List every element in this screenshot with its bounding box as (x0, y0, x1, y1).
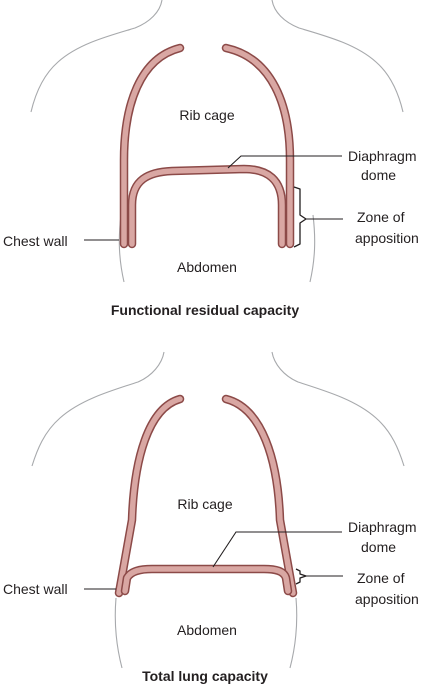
leader-diaphragm-tlc (212, 531, 342, 568)
label-abdomen-frc: Abdomen (177, 259, 237, 275)
diaphragm-frc (127, 164, 287, 249)
label-apposition-frc: apposition (355, 230, 419, 246)
chest-wall-tlc (114, 394, 298, 598)
label-abdomen-tlc: Abdomen (177, 622, 237, 638)
label-apposition-tlc: apposition (355, 591, 419, 607)
label-chest-wall-frc: Chest wall (3, 233, 68, 249)
label-dome-frc: dome (361, 167, 396, 183)
label-diaphragm-frc: Diaphragm (348, 148, 416, 164)
caption-frc: Functional residual capacity (111, 302, 299, 318)
panel-frc: Rib cage Diaphragm dome Zone of appositi… (3, 0, 419, 318)
chest-wall-frc (119, 43, 295, 249)
panel-tlc: Rib cage Diaphragm dome Zone of appositi… (3, 351, 419, 684)
label-diaphragm-tlc: Diaphragm (348, 519, 416, 535)
caption-tlc: Total lung capacity (142, 668, 268, 684)
diaphragm-tlc (120, 564, 293, 596)
label-dome-tlc: dome (361, 539, 396, 555)
label-zone-frc: Zone of (357, 209, 405, 225)
zone-brace-frc (293, 186, 307, 248)
leader-diaphragm-frc (227, 155, 342, 169)
label-rib-cage-tlc: Rib cage (177, 496, 232, 512)
label-chest-wall-tlc: Chest wall (3, 581, 68, 597)
label-rib-cage-frc: Rib cage (179, 107, 234, 123)
label-zone-tlc: Zone of (357, 570, 405, 586)
zone-brace-tlc (295, 568, 307, 585)
torso-outline (31, 351, 405, 669)
